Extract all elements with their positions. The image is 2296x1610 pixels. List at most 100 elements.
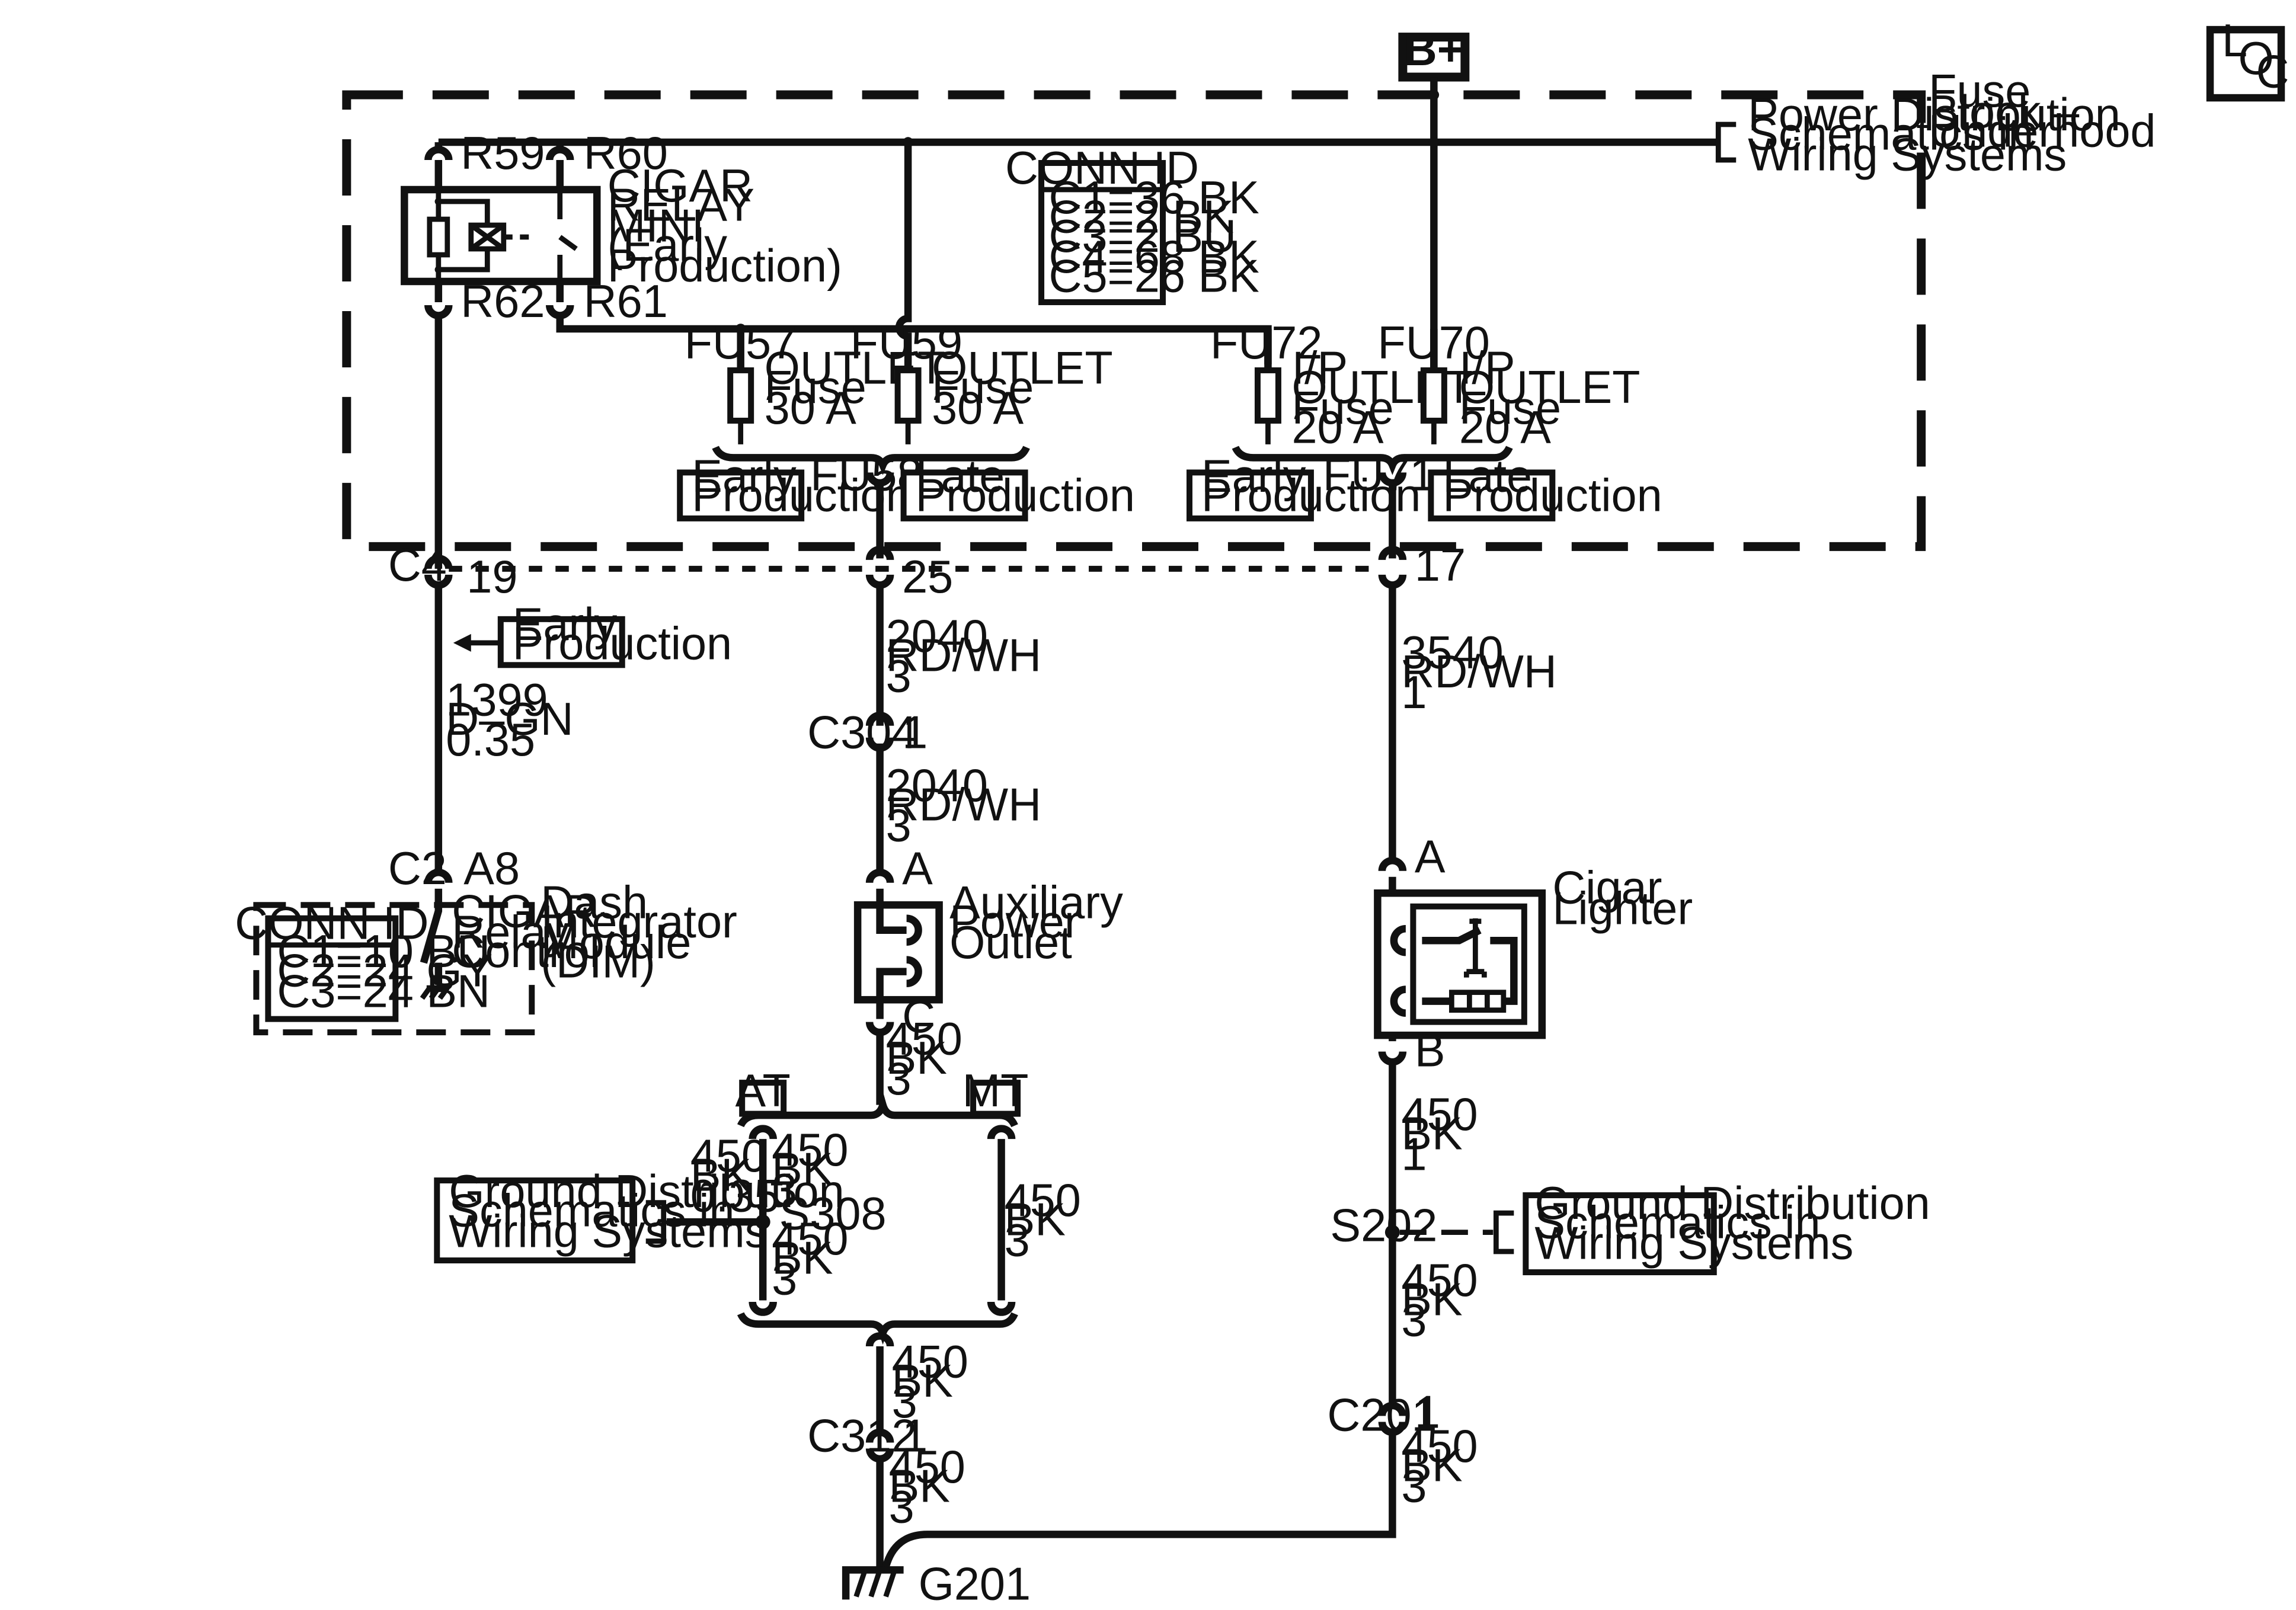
svg-text:Fuse: Fuse — [1291, 383, 1393, 434]
wire-450-mt — [987, 1125, 1016, 1316]
svg-text:C: C — [902, 991, 935, 1042]
svg-text:C1=36 BK: C1=36 BK — [1049, 172, 1259, 223]
svg-text:20 A: 20 A — [1291, 402, 1383, 453]
svg-text:BK: BK — [690, 1150, 752, 1201]
svg-text:3: 3 — [889, 1481, 914, 1532]
svg-text:Power: Power — [949, 897, 1080, 948]
svg-text:D–GN: D–GN — [446, 694, 573, 745]
svg-text:RELAY: RELAY — [607, 180, 754, 231]
svg-text:Early: Early — [1201, 451, 1306, 502]
svg-text:3: 3 — [772, 1254, 797, 1305]
svg-text:Module: Module — [541, 917, 691, 968]
svg-text:BK: BK — [886, 1033, 947, 1084]
svg-text:MINI: MINI — [607, 200, 705, 251]
svg-text:A: A — [1415, 831, 1446, 882]
early-production-arrow: Early Production — [453, 599, 732, 669]
svg-text:450: 450 — [1401, 1421, 1478, 1472]
svg-text:I/P: I/P — [1459, 343, 1515, 393]
svg-text:Fuse: Fuse — [765, 362, 866, 413]
late-production-tag: Late Production — [1428, 451, 1662, 521]
svg-text:(Early: (Early — [607, 220, 728, 271]
svg-text:BK: BK — [1401, 1109, 1462, 1160]
relay-pin-r62 — [424, 305, 453, 319]
svg-text:MT: MT — [962, 1065, 1029, 1116]
wire-label-450-s308: 450 BK 0.35 — [690, 1131, 780, 1221]
svg-text:30 A: 30 A — [765, 383, 856, 434]
svg-text:R60: R60 — [584, 128, 668, 179]
outlet-fuse-brace — [712, 446, 1030, 475]
svg-text:Production): Production) — [607, 241, 842, 292]
auxiliary-power-outlet: A C Auxiliary Power Outlet — [853, 843, 1123, 1042]
svg-text:3: 3 — [886, 651, 912, 702]
battery-positive-terminal: B+ — [1398, 24, 1470, 82]
svg-text:Wiring Systems: Wiring Systems — [1748, 130, 2067, 181]
svg-text:FU70: FU70 — [1377, 318, 1489, 369]
svg-text:G201: G201 — [919, 1558, 1031, 1609]
svg-text:Wiring Systems: Wiring Systems — [1534, 1218, 1853, 1269]
wire-label-450-at-top: 450 BK 3 — [772, 1125, 848, 1215]
svg-text:1: 1 — [902, 707, 928, 758]
cigar-relay: R59 R60 R62 R61 CIGAR RELAY MINI (Early … — [401, 128, 842, 327]
svg-text:C2=2 BK: C2=2 BK — [1049, 191, 1234, 242]
svg-text:L: L — [2222, 15, 2247, 66]
svg-text:2040: 2040 — [886, 611, 988, 662]
svg-text:19: 19 — [466, 552, 517, 603]
svg-text:3: 3 — [1005, 1215, 1030, 1266]
svg-text:3: 3 — [1401, 1461, 1427, 1512]
svg-text:FU57: FU57 — [685, 318, 797, 369]
svg-text:B: B — [1415, 1026, 1446, 1077]
svg-text:Fuse: Fuse — [1929, 66, 2030, 117]
svg-text:OUTLET: OUTLET — [1459, 362, 1641, 413]
fuse-block-title: Fuse Block – Underhood — [1929, 66, 2156, 156]
svg-text:450: 450 — [772, 1125, 848, 1176]
svg-text:C201: C201 — [1327, 1390, 1437, 1441]
wire-label-450-outlet: 450 BK 3 — [886, 1014, 962, 1105]
svg-text:0.35: 0.35 — [446, 715, 535, 766]
svg-text:Late: Late — [916, 451, 1005, 502]
svg-text:C1=10 BU: C1=10 BU — [277, 926, 490, 977]
svg-text:C304: C304 — [807, 707, 917, 758]
ground-g201: G201 — [842, 1558, 1031, 1609]
wire-label-450-c312-top: 450 BK 3 — [892, 1337, 968, 1427]
dim-relay-control: CIGAR Relay Control — [420, 886, 600, 1000]
svg-text:OUTLET: OUTLET — [932, 343, 1113, 393]
svg-text:FU71: FU71 — [1323, 449, 1435, 500]
svg-text:BK: BK — [772, 1144, 833, 1195]
svg-text:C312: C312 — [807, 1410, 917, 1461]
transmission-brace-bottom — [737, 1312, 1018, 1345]
svg-text:3: 3 — [772, 1165, 797, 1216]
svg-text:RD/WH: RD/WH — [1401, 646, 1556, 697]
at-tag: AT — [736, 1065, 791, 1117]
svg-text:Block –: Block – — [1929, 87, 2080, 137]
svg-text:CONN ID: CONN ID — [235, 898, 428, 949]
svg-text:BK: BK — [1005, 1195, 1066, 1246]
early-production-tag: Early Production — [677, 451, 912, 521]
svg-text:20 A: 20 A — [1459, 402, 1551, 453]
bus-junction — [1428, 137, 1440, 148]
svg-text:1: 1 — [902, 1410, 928, 1461]
svg-text:450: 450 — [1005, 1175, 1081, 1226]
svg-text:450: 450 — [690, 1131, 767, 1182]
svg-text:30 A: 30 A — [932, 383, 1024, 434]
svg-text:Ground Distribution: Ground Distribution — [1534, 1178, 1930, 1229]
svg-text:Integrator: Integrator — [541, 897, 737, 948]
svg-text:BK: BK — [1401, 1440, 1462, 1491]
svg-text:Early: Early — [513, 599, 618, 650]
svg-text:RD/WH: RD/WH — [886, 630, 1041, 681]
svg-text:AT: AT — [736, 1065, 791, 1116]
power-distribution-reference: Power Distribution Schematics in Wiring … — [1715, 89, 2121, 181]
svg-text:1: 1 — [1415, 1387, 1440, 1438]
ground-distribution-reference-right: Ground Distribution Schematics in Wiring… — [1493, 1178, 1930, 1276]
svg-text:S202: S202 — [1330, 1201, 1437, 1251]
wire-label-450-c312-bottom: 450 BK 3 — [889, 1442, 965, 1532]
wire-label-3540: 3540 RD/WH 1 — [1401, 627, 1556, 718]
svg-text:1: 1 — [1401, 1129, 1427, 1180]
svg-text:C2: C2 — [388, 843, 447, 894]
svg-text:S308: S308 — [779, 1189, 887, 1240]
fuse-fu70: FU70 I/P OUTLET Fuse 20 A — [1377, 318, 1640, 453]
svg-text:Production: Production — [1201, 470, 1421, 521]
svg-text:Production: Production — [1443, 470, 1662, 521]
svg-text:BK: BK — [889, 1461, 950, 1512]
svg-text:Early: Early — [692, 451, 797, 502]
